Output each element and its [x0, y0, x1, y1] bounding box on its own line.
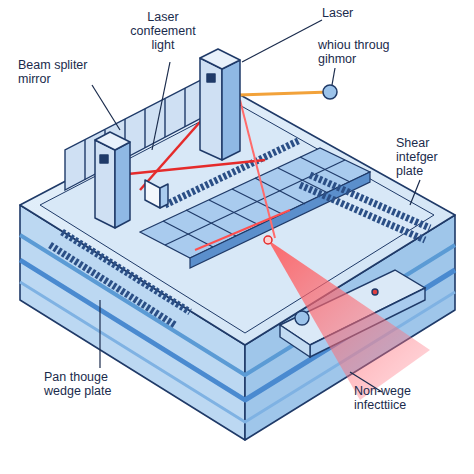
illustration-part [164, 99, 165, 137]
illustration-part [50, 245, 175, 325]
illustration-part [184, 88, 185, 127]
illustration-part [62, 232, 190, 312]
illustration-part [372, 289, 378, 295]
illustration-part [145, 180, 160, 208]
callout-label: Beam spliter mirror [18, 58, 98, 86]
illustration-part [222, 60, 240, 160]
illustration-part [115, 142, 130, 228]
illustration-part [200, 49, 240, 69]
illustration-part [100, 155, 108, 163]
illustration-part [160, 184, 168, 208]
illustration-part [200, 58, 222, 160]
illustration-part [264, 236, 272, 244]
callout-label: whiou throug gihmor [318, 38, 418, 66]
callout-label: Shear intefger plate [396, 136, 462, 178]
illustration-part [152, 62, 170, 150]
illustration-part [95, 140, 115, 228]
illustration-part [118, 160, 265, 175]
illustration-part [92, 85, 120, 130]
illustration-part [268, 240, 430, 400]
illustration-part [410, 180, 420, 205]
illustration-part [140, 148, 370, 258]
illustration-part [209, 200, 259, 225]
leader-lines [92, 20, 420, 392]
laser-beams [118, 92, 430, 400]
illustration-part [144, 109, 145, 148]
central-grid [140, 148, 370, 268]
illustration-part [242, 20, 322, 62]
callout-label: Laser [322, 6, 382, 20]
callout-label: Pan thouge wedge plate [44, 370, 134, 398]
illustration-part [238, 92, 330, 95]
illustration-part [207, 74, 215, 82]
illustration-part [295, 311, 309, 325]
illustration-part [99, 300, 100, 368]
illustration-part [163, 221, 213, 247]
illustration-part [310, 175, 430, 228]
illustration-part [84, 140, 85, 180]
laser-towers [95, 49, 337, 244]
illustration-part [232, 189, 282, 214]
illustration-part [95, 132, 130, 150]
illustration-part [240, 100, 275, 238]
illustration-part [165, 160, 345, 245]
illustration-part [332, 68, 335, 85]
illustration-part [300, 185, 425, 240]
illustration-part [323, 85, 337, 99]
illustration-part [195, 210, 290, 250]
illustration-part [280, 325, 310, 357]
callout-label: Non-wege infecttiice [354, 384, 458, 412]
illustration-part [186, 210, 236, 236]
callout-label: Laser confeement light [122, 10, 204, 52]
